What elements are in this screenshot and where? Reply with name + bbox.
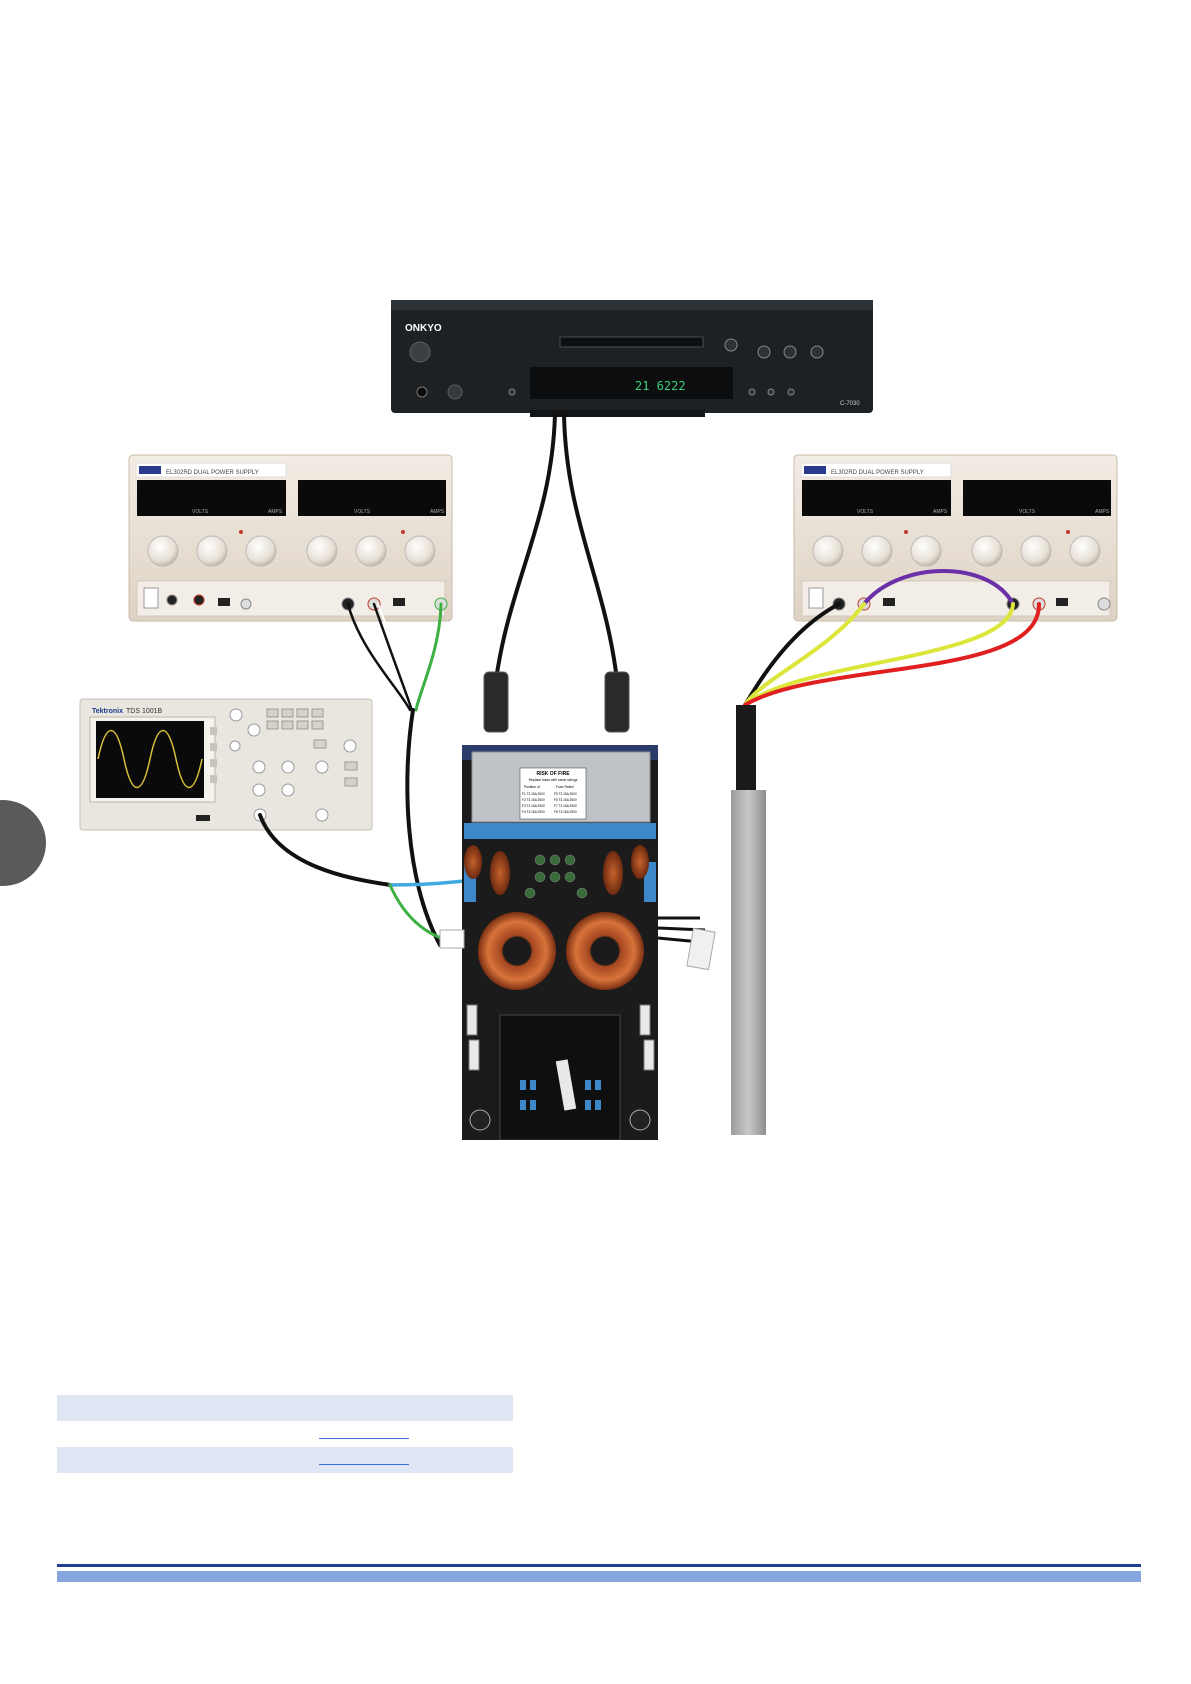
cd-display-readout: 21 6222 <box>635 379 686 393</box>
ps-right-display-1 <box>802 480 951 516</box>
knob-icon <box>971 535 1003 567</box>
cd-volume-knob <box>409 341 431 363</box>
svg-text:F6 T3.15A 250V: F6 T3.15A 250V <box>554 798 578 802</box>
ps-left-display-2 <box>298 480 446 516</box>
wiring <box>258 412 1042 947</box>
svg-text:Fuse Rated: Fuse Rated <box>556 785 574 789</box>
ps-right-display-2 <box>963 480 1111 516</box>
svg-text:VOLTS: VOLTS <box>192 509 209 515</box>
link-underline[interactable] <box>319 1464 409 1465</box>
scope-model: TDS 1001B <box>126 708 163 715</box>
knob-icon <box>306 535 338 567</box>
test-setup-diagram: ONKYO 21 6222 C-7030 EL302RD DUAL POWER … <box>79 300 1118 1140</box>
link-underline[interactable] <box>319 1438 409 1439</box>
scope-sine-trace <box>97 729 203 789</box>
power-supply-left: EL302RD DUAL POWER SUPPLY VOLTS AMPS VOL… <box>128 454 453 622</box>
cd-player: ONKYO 21 6222 C-7030 <box>391 300 873 417</box>
cd-brand-logo: ONKYO <box>405 323 442 334</box>
table-row <box>57 1395 513 1421</box>
svg-text:AMPS: AMPS <box>430 509 445 515</box>
ribbon-cable <box>731 705 766 1135</box>
svg-text:AMPS: AMPS <box>268 509 283 515</box>
footer-rule-dark <box>57 1564 1141 1567</box>
svg-text:F4 T3.15A 250V: F4 T3.15A 250V <box>522 810 546 814</box>
knob-icon <box>910 535 942 567</box>
ps-left-display-1 <box>137 480 286 516</box>
svg-text:F8 T3.15A 250V: F8 T3.15A 250V <box>554 810 578 814</box>
svg-text:VOLTS: VOLTS <box>1019 509 1036 515</box>
table-row <box>57 1447 513 1473</box>
knob-icon <box>245 535 277 567</box>
svg-text:F5 T3.15A 250V: F5 T3.15A 250V <box>554 792 578 796</box>
svg-text:VOLTS: VOLTS <box>354 509 371 515</box>
ps-left-power-switch <box>143 587 159 609</box>
ps-right-title: EL302RD DUAL POWER SUPPLY <box>831 470 924 476</box>
ps-right-power-switch <box>808 587 824 609</box>
knob-icon <box>404 535 436 567</box>
knob-icon <box>355 535 387 567</box>
cd-model-label: C-7030 <box>840 401 860 407</box>
knob-icon <box>861 535 893 567</box>
power-supply-right: EL302RD DUAL POWER SUPPLY VOLTS AMPS VOL… <box>793 454 1118 622</box>
amplifier-board: RISK OF FIRE Replace fuses with same rat… <box>439 671 716 1140</box>
ps-left-title: EL302RD DUAL POWER SUPPLY <box>166 470 259 476</box>
knob-icon <box>812 535 844 567</box>
toroid-coil-left <box>478 912 556 990</box>
svg-text:VOLTS: VOLTS <box>857 509 874 515</box>
svg-text:F1 T3.15A 250V: F1 T3.15A 250V <box>522 792 546 796</box>
cd-standby-knob <box>447 384 463 400</box>
cd-display-panel <box>530 367 733 399</box>
knob-icon <box>1020 535 1052 567</box>
fire-warning-label <box>519 767 587 820</box>
cd-disc-tray <box>559 336 704 348</box>
xlr-connector-right <box>604 671 630 733</box>
cd-headphone-jack <box>416 386 428 398</box>
scope-brand: Tektronix <box>92 708 123 715</box>
table-row <box>57 1421 513 1447</box>
svg-text:F7 T3.15A 250V: F7 T3.15A 250V <box>554 804 578 808</box>
knob-icon <box>1069 535 1101 567</box>
footer-rule-light <box>57 1571 1141 1582</box>
toroid-coil-right <box>566 912 644 990</box>
knob-icon <box>147 535 179 567</box>
svg-text:RISK OF FIRE: RISK OF FIRE <box>536 771 570 777</box>
svg-text:AMPS: AMPS <box>933 509 948 515</box>
svg-text:Replace fuses with same rating: Replace fuses with same ratings <box>529 778 578 782</box>
knob-icon <box>196 535 228 567</box>
oscilloscope: Tektronix TDS 1001B <box>79 698 373 831</box>
svg-text:AMPS: AMPS <box>1095 509 1110 515</box>
svg-text:F2 T3.15A 250V: F2 T3.15A 250V <box>522 798 546 802</box>
svg-text:F3 T3.15A 250V: F3 T3.15A 250V <box>522 804 546 808</box>
xlr-connector-left <box>483 671 509 733</box>
svg-text:Position of: Position of <box>524 785 540 789</box>
